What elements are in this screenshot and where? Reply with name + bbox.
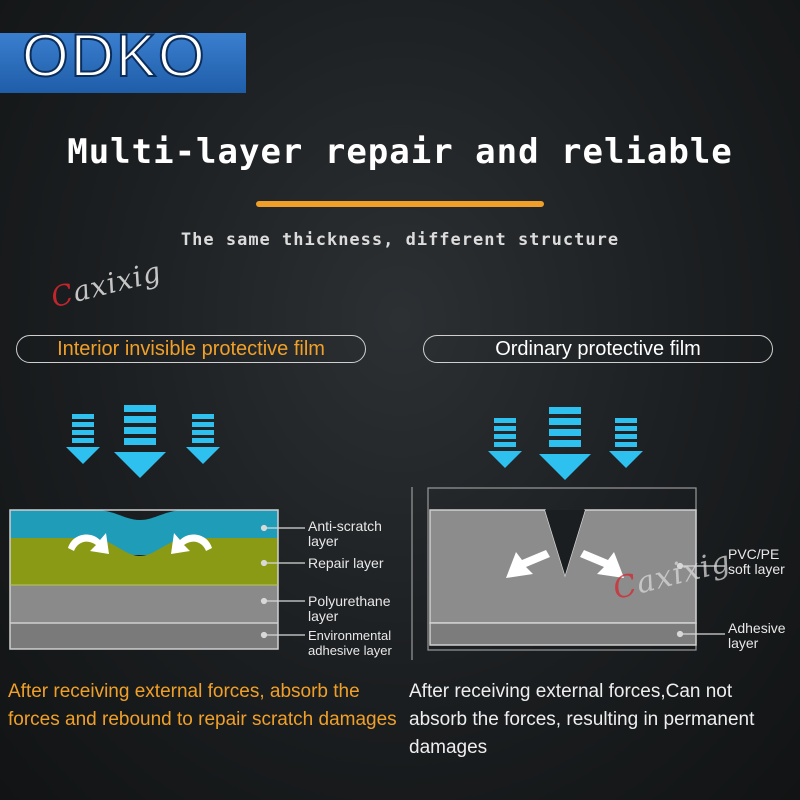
label-adhesive: Adhesive layer: [728, 620, 786, 651]
polyurethane-layer: [10, 585, 278, 623]
repair-layer: [10, 538, 278, 585]
label-pvc-pe: PVC/PE soft layer: [728, 546, 785, 577]
label-environmental-adhesive: Environmental adhesive layer: [308, 628, 392, 658]
push-arrow-icon: [506, 550, 550, 578]
down-arrow-icon: [488, 418, 522, 468]
down-arrow-icon: [609, 418, 643, 468]
title-underline: [256, 201, 544, 207]
interior-film-stack: [9, 509, 279, 650]
curved-arrow-icon: [171, 533, 212, 554]
down-arrow-icon: [186, 414, 220, 464]
pill-ordinary-film: Ordinary protective film: [423, 335, 773, 363]
label-repair: Repair layer: [308, 555, 384, 571]
down-arrow-icon: [66, 414, 100, 464]
caption-ordinary-film: After receiving external forces,Can not …: [409, 681, 755, 758]
ordinary-film-stack: [427, 487, 697, 651]
label-anti-scratch: Anti-scratch layer: [308, 518, 382, 549]
down-arrow-icon: [539, 407, 591, 480]
caption-interior-film: After receiving external forces, absorb …: [8, 681, 397, 730]
logo-badge: [0, 33, 246, 93]
label-polyurethane: Polyurethane layer: [308, 593, 391, 624]
pill-interior-film: Interior invisible protective film: [16, 335, 366, 363]
push-arrow-icon: [580, 550, 624, 578]
down-arrow-icon: [114, 405, 166, 478]
logo: ODKO: [21, 22, 207, 89]
page-title: Multi-layer repair and reliable: [67, 132, 733, 172]
adhesive-layer: [429, 622, 697, 646]
adhesive-layer: [10, 623, 278, 649]
curved-arrow-icon: [68, 533, 109, 554]
page-subtitle: The same thickness, different structure: [180, 230, 620, 250]
